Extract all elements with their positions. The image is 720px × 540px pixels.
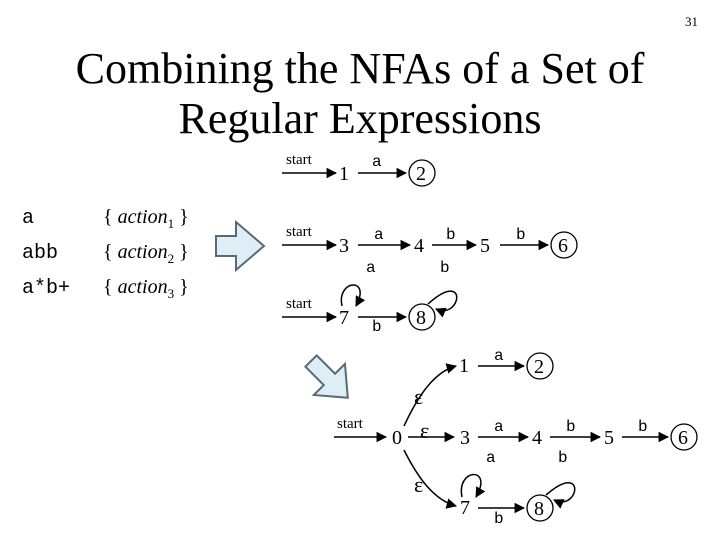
self-loop-label: a (486, 449, 496, 467)
self-loop-label: b (440, 259, 450, 277)
state-8: 8 (534, 498, 544, 520)
down-right-block-arrow-icon (303, 353, 349, 399)
epsilon-label: ε (414, 472, 423, 497)
rule-list: a { action1 } abb { action2 } a*b+ { act… (22, 203, 189, 308)
transition-label: a (372, 153, 382, 171)
accept-ring (526, 352, 554, 380)
transition-label: a (494, 418, 504, 436)
slide-title-line-1: Combining the NFAs of a Set of (75, 44, 645, 93)
self-loop-label: b (558, 449, 568, 467)
accept-ring (408, 159, 436, 187)
rule-row: a*b+ { action3 } (22, 273, 189, 308)
state-1: 1 (459, 355, 469, 377)
rule-action: { action2 } (103, 241, 189, 266)
rule-action: { action1 } (103, 206, 189, 231)
epsilon-arrow (403, 363, 458, 427)
accept-ring (526, 494, 554, 522)
epsilon-arrow (403, 449, 458, 509)
state-2: 2 (534, 356, 544, 378)
state-2: 2 (416, 163, 426, 185)
state-3: 3 (339, 235, 349, 257)
accept-ring (408, 303, 436, 331)
start-label: start (337, 416, 364, 432)
state-4: 4 (532, 427, 542, 449)
transition-label: a (494, 347, 504, 365)
transition-label: b (446, 226, 456, 244)
state-5: 5 (480, 235, 490, 257)
state-6: 6 (678, 427, 688, 449)
state-5: 5 (604, 427, 614, 449)
epsilon-label: ε (414, 384, 423, 409)
page-number: 31 (685, 14, 698, 29)
state-6: 6 (558, 235, 568, 257)
state-7: 7 (460, 497, 470, 519)
rule-regex: a (22, 207, 35, 230)
accept-ring (670, 423, 698, 451)
rule-row: a { action1 } (22, 203, 189, 238)
start-label: start (286, 152, 313, 168)
slide-title-line-2: Regular Expressions (178, 94, 542, 143)
transition-label: b (638, 418, 648, 436)
accept-ring (550, 231, 578, 259)
state-1: 1 (339, 163, 349, 185)
transition-label: a (374, 226, 384, 244)
state-0: 0 (392, 427, 402, 449)
state-4: 4 (414, 235, 424, 257)
self-loop-arrow (340, 284, 366, 307)
transition-label: b (566, 418, 576, 436)
epsilon-label: ε (420, 418, 429, 443)
self-loop-label: a (366, 259, 376, 277)
rule-action: { action3 } (103, 276, 189, 301)
state-8: 8 (416, 307, 426, 329)
state-7: 7 (339, 307, 349, 329)
start-label: start (286, 296, 313, 312)
rule-regex: a*b+ (22, 277, 71, 300)
self-loop-arrow (427, 290, 458, 318)
right-block-arrow-icon (215, 219, 266, 273)
rule-regex: abb (22, 242, 59, 265)
start-label: start (286, 224, 313, 240)
transition-label: b (372, 318, 382, 336)
transition-label: b (516, 226, 526, 244)
rule-row: abb { action2 } (22, 238, 189, 273)
self-loop-arrow (460, 473, 486, 498)
transition-label: b (494, 510, 504, 528)
state-3: 3 (460, 427, 470, 449)
self-loop-arrow (545, 481, 576, 509)
